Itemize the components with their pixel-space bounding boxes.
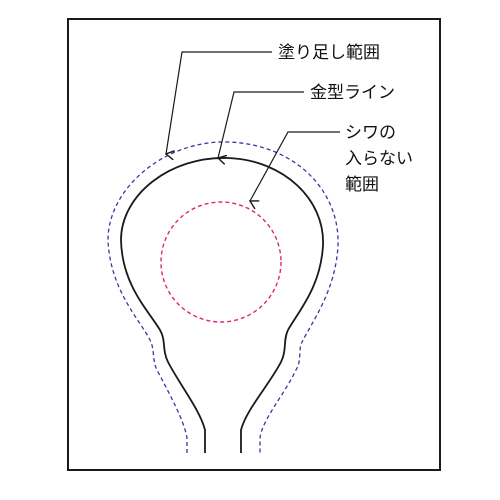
no-wrinkle-label-line1: シワの: [345, 123, 396, 143]
bleed-area-outline: [107, 141, 339, 453]
die-line-leader: [218, 91, 304, 158]
bleed-area-label: 塗り足し範囲: [278, 42, 380, 63]
die-line-label: 金型ライン: [310, 83, 395, 103]
diagram-frame: [67, 18, 441, 471]
no-wrinkle-label-line3: 範囲: [345, 175, 379, 195]
no-wrinkle-label-line2: 入らない: [345, 149, 413, 169]
bleed-area-leader: [166, 51, 272, 154]
no-wrinkle-area-outline: [160, 201, 282, 323]
no-wrinkle-area-leader: [250, 131, 340, 201]
die-line: [120, 157, 324, 453]
